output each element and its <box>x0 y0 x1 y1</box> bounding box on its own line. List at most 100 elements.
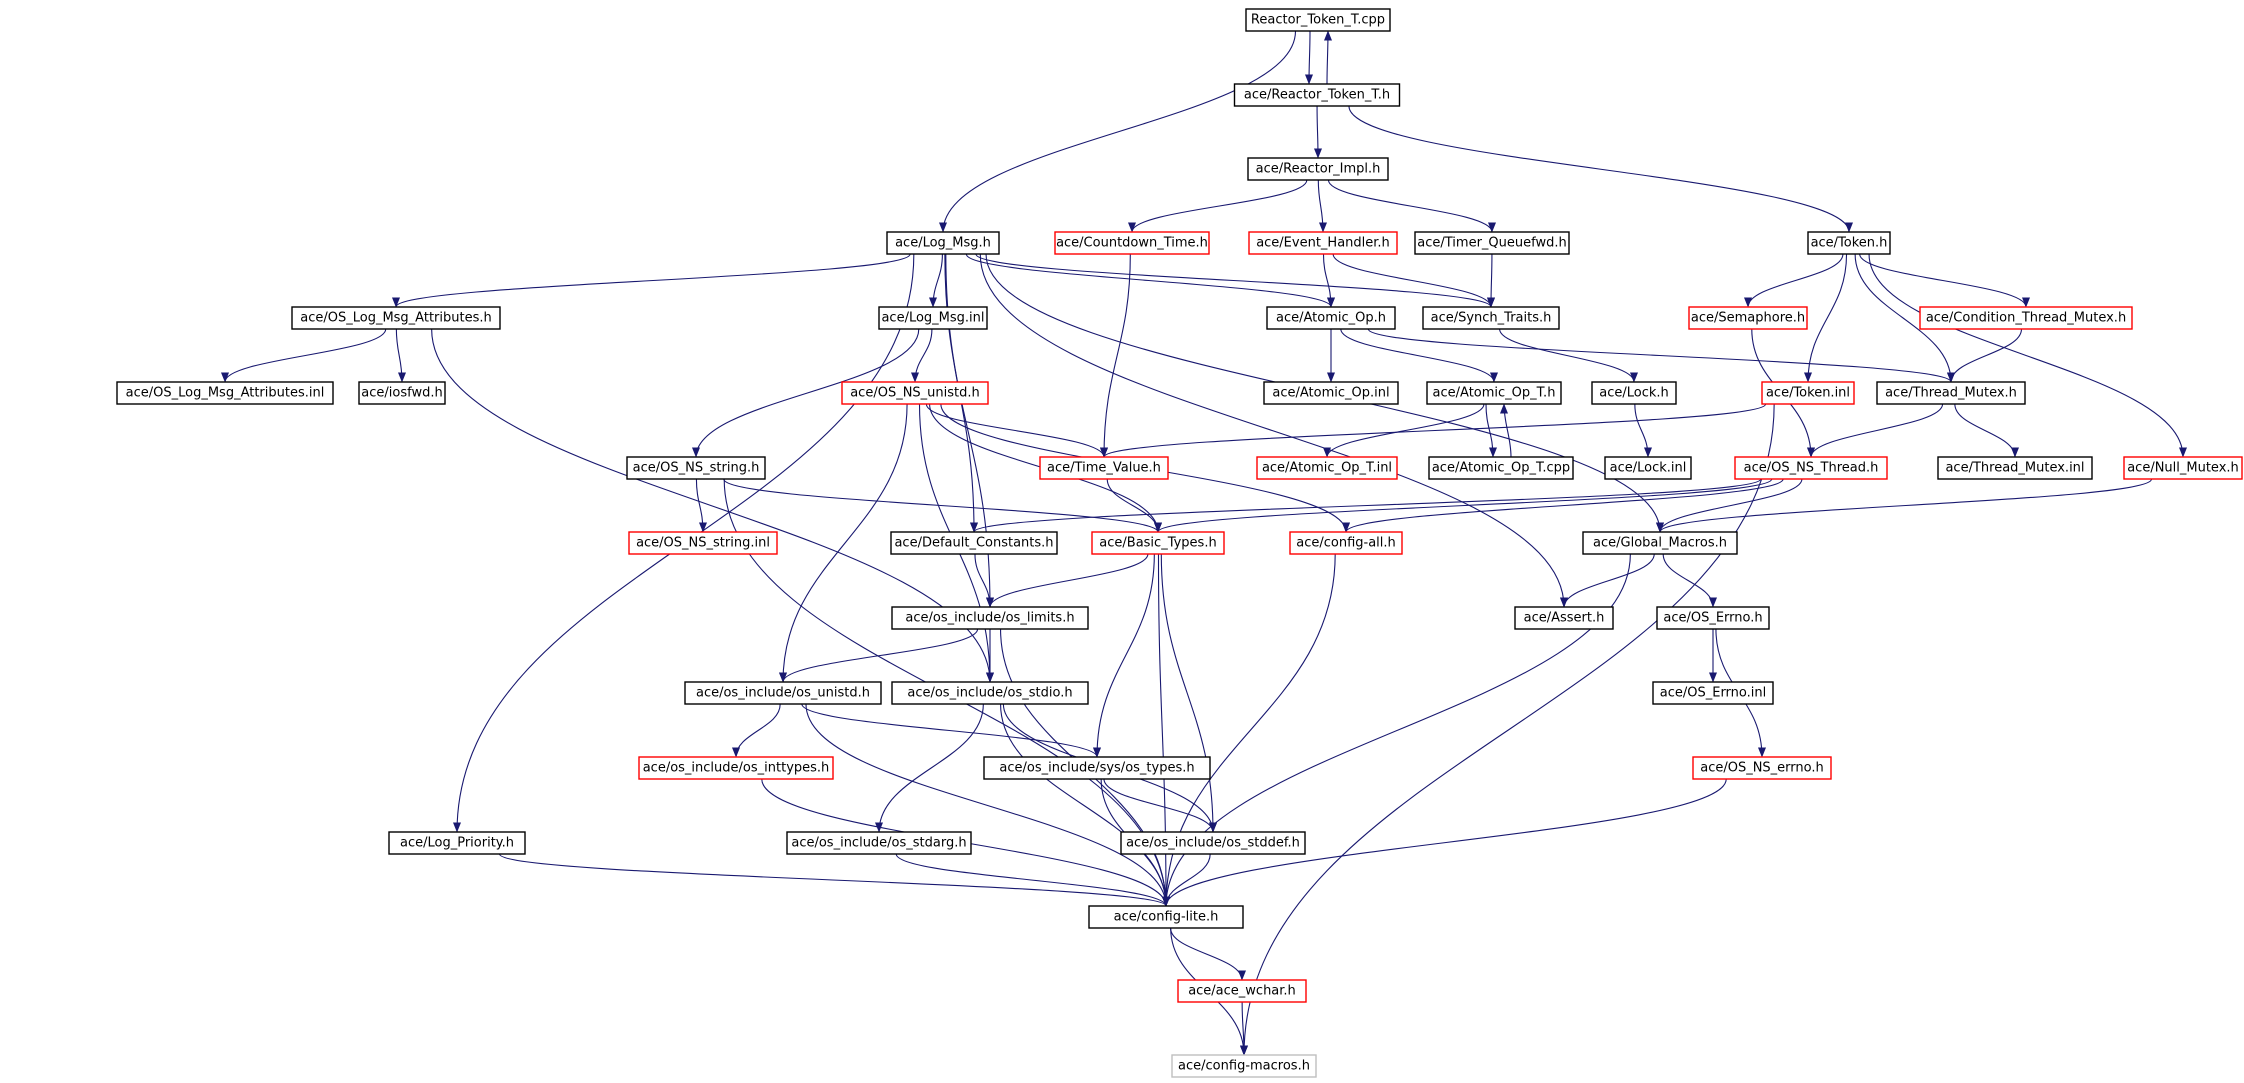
node-label: ace/Reactor_Impl.h <box>1256 162 1381 177</box>
edge-n8-n15 <box>395 328 406 383</box>
graph-node[interactable]: ace/os_include/os_limits.h <box>891 606 1089 630</box>
node-box <box>1289 531 1403 555</box>
edge-n16-n23 <box>925 403 1108 458</box>
edge-n29-n34 <box>1656 478 2153 533</box>
graph-node[interactable]: ace/Atomic_Op_T.inl <box>1256 456 1398 480</box>
node-box <box>1582 531 1738 555</box>
node-label: ace/Assert.h <box>1524 611 1605 626</box>
node-box <box>1263 381 1399 405</box>
graph-node[interactable]: ace/Event_Handler.h <box>1248 231 1398 255</box>
edge-n27-n32 <box>1154 478 1773 533</box>
edge-n42-n46 <box>1103 778 1217 833</box>
graph-node[interactable]: ace/os_include/os_stddef.h <box>1120 831 1306 855</box>
edge-n3-n13 <box>1859 253 2030 308</box>
graph-node[interactable]: ace/Log_Msg.inl <box>878 306 988 330</box>
graph-node[interactable]: ace/Lock.inl <box>1604 456 1692 480</box>
graph-node[interactable]: ace/Reactor_Impl.h <box>1247 157 1389 181</box>
graph-node[interactable]: ace/Assert.h <box>1514 606 1614 630</box>
graph-node[interactable]: ace/Null_Mutex.h <box>2123 456 2243 480</box>
graph-node[interactable]: ace/config-all.h <box>1289 531 1403 555</box>
graph-node[interactable]: ace/OS_NS_unistd.h <box>841 381 989 405</box>
graph-node[interactable]: ace/Atomic_Op.inl <box>1263 381 1399 405</box>
edge-n13-n21 <box>1947 328 2023 383</box>
graph-node[interactable]: ace/OS_NS_errno.h <box>1692 756 1832 780</box>
graph-node[interactable]: ace/Lock.h <box>1591 381 1677 405</box>
node-box <box>1233 83 1401 107</box>
node-label: ace/OS_NS_errno.h <box>1700 761 1824 776</box>
edge-n27-n34 <box>1656 478 1803 533</box>
node-box <box>684 681 882 705</box>
graph-node[interactable]: ace/config-lite.h <box>1088 905 1244 929</box>
edge-n32-n46 <box>1160 553 1217 833</box>
node-label: ace/os_include/os_stddef.h <box>1126 836 1300 851</box>
node-box <box>891 606 1089 630</box>
graph-node[interactable]: ace/Log_Priority.h <box>388 831 526 855</box>
edge-n45-n47 <box>895 853 1170 907</box>
graph-node[interactable]: ace/Time_Value.h <box>1039 456 1169 480</box>
node-label: ace/config-lite.h <box>1114 910 1219 925</box>
graph-node[interactable]: ace/Global_Macros.h <box>1582 531 1738 555</box>
graph-node[interactable]: ace/Basic_Types.h <box>1091 531 1225 555</box>
graph-node[interactable]: ace/OS_NS_string.h <box>626 456 766 480</box>
edge-n38-n47 <box>805 703 1170 907</box>
graph-node[interactable]: ace/os_include/sys/os_types.h <box>983 756 1211 780</box>
graph-node[interactable]: ace/Condition_Thread_Mutex.h <box>1919 306 2133 330</box>
edge-n1-n0 <box>1323 30 1332 85</box>
graph-node[interactable]: ace/ace_wchar.h <box>1177 979 1307 1003</box>
graph-node[interactable]: ace/iosfwd.h <box>358 381 446 405</box>
graph-node[interactable]: ace/os_include/os_inttypes.h <box>638 756 834 780</box>
graph-node[interactable]: ace/os_include/os_stdarg.h <box>786 831 972 855</box>
node-box <box>291 306 501 330</box>
node-box <box>626 456 766 480</box>
node-box <box>886 231 1000 255</box>
graph-node[interactable]: ace/Atomic_Op_T.h <box>1426 381 1562 405</box>
graph-node[interactable]: ace/OS_Log_Msg_Attributes.h <box>291 306 501 330</box>
graph-node[interactable]: ace/OS_NS_string.inl <box>628 531 778 555</box>
node-box <box>1591 381 1677 405</box>
node-label: ace/Thread_Mutex.h <box>1885 386 2017 401</box>
node-label: ace/Token.inl <box>1766 386 1850 401</box>
node-box <box>1428 456 1574 480</box>
edge-n25-n18 <box>1500 403 1512 458</box>
edge-n20-n23 <box>1100 403 1767 458</box>
node-box <box>1807 231 1891 255</box>
graph-node[interactable]: ace/Timer_Queuefwd.h <box>1414 231 1570 255</box>
graph-node[interactable]: ace/OS_Log_Msg_Attributes.inl <box>116 381 334 405</box>
edge-n11-n19 <box>1499 328 1638 383</box>
node-label: ace/Atomic_Op_T.cpp <box>1432 461 1570 476</box>
graph-node[interactable]: ace/Token.h <box>1807 231 1891 255</box>
graph-node[interactable]: ace/Thread_Mutex.inl <box>1937 456 2093 480</box>
edge-n4-n8 <box>392 253 911 308</box>
graph-node[interactable]: ace/Log_Msg.h <box>886 231 1000 255</box>
graph-node[interactable]: ace/Thread_Mutex.h <box>1876 381 2026 405</box>
graph-node[interactable]: ace/Synch_Traits.h <box>1422 306 1560 330</box>
edge-n0-n4 <box>939 30 1297 233</box>
node-label: ace/Log_Msg.h <box>895 236 991 251</box>
node-box <box>1039 456 1169 480</box>
graph-node[interactable]: ace/Atomic_Op.h <box>1266 306 1396 330</box>
graph-node[interactable]: ace/OS_Errno.h <box>1656 606 1770 630</box>
graph-node[interactable]: ace/os_include/os_stdio.h <box>891 681 1089 705</box>
node-box <box>1761 381 1855 405</box>
graph-node[interactable]: ace/config-macros.h <box>1171 1054 1317 1078</box>
graph-node[interactable]: ace/Token.inl <box>1761 381 1855 405</box>
node-box <box>983 756 1211 780</box>
edge-n46-n47 <box>1162 853 1211 907</box>
edge-n5-n23 <box>1100 253 1131 458</box>
graph-node[interactable]: ace/OS_NS_Thread.h <box>1734 456 1888 480</box>
graph-node[interactable]: Reactor_Token_T.cpp <box>1245 8 1391 32</box>
node-label: ace/config-macros.h <box>1178 1059 1310 1074</box>
node-box <box>1514 606 1614 630</box>
graph-node[interactable]: ace/Semaphore.h <box>1688 306 1808 330</box>
graph-node[interactable]: ace/os_include/os_unistd.h <box>684 681 882 705</box>
edge-n2-n6 <box>1317 179 1327 233</box>
graph-node[interactable]: ace/Countdown_Time.h <box>1054 231 1210 255</box>
node-box <box>1604 456 1692 480</box>
graph-node[interactable]: ace/Reactor_Token_T.h <box>1233 83 1401 107</box>
graph-node[interactable]: ace/Default_Constants.h <box>890 531 1058 555</box>
graph-node[interactable]: ace/Atomic_Op_T.cpp <box>1428 456 1574 480</box>
node-label: ace/OS_NS_string.h <box>633 461 760 476</box>
graph-node[interactable]: ace/OS_Errno.inl <box>1652 681 1774 705</box>
edge-n10-n18 <box>1340 328 1498 383</box>
